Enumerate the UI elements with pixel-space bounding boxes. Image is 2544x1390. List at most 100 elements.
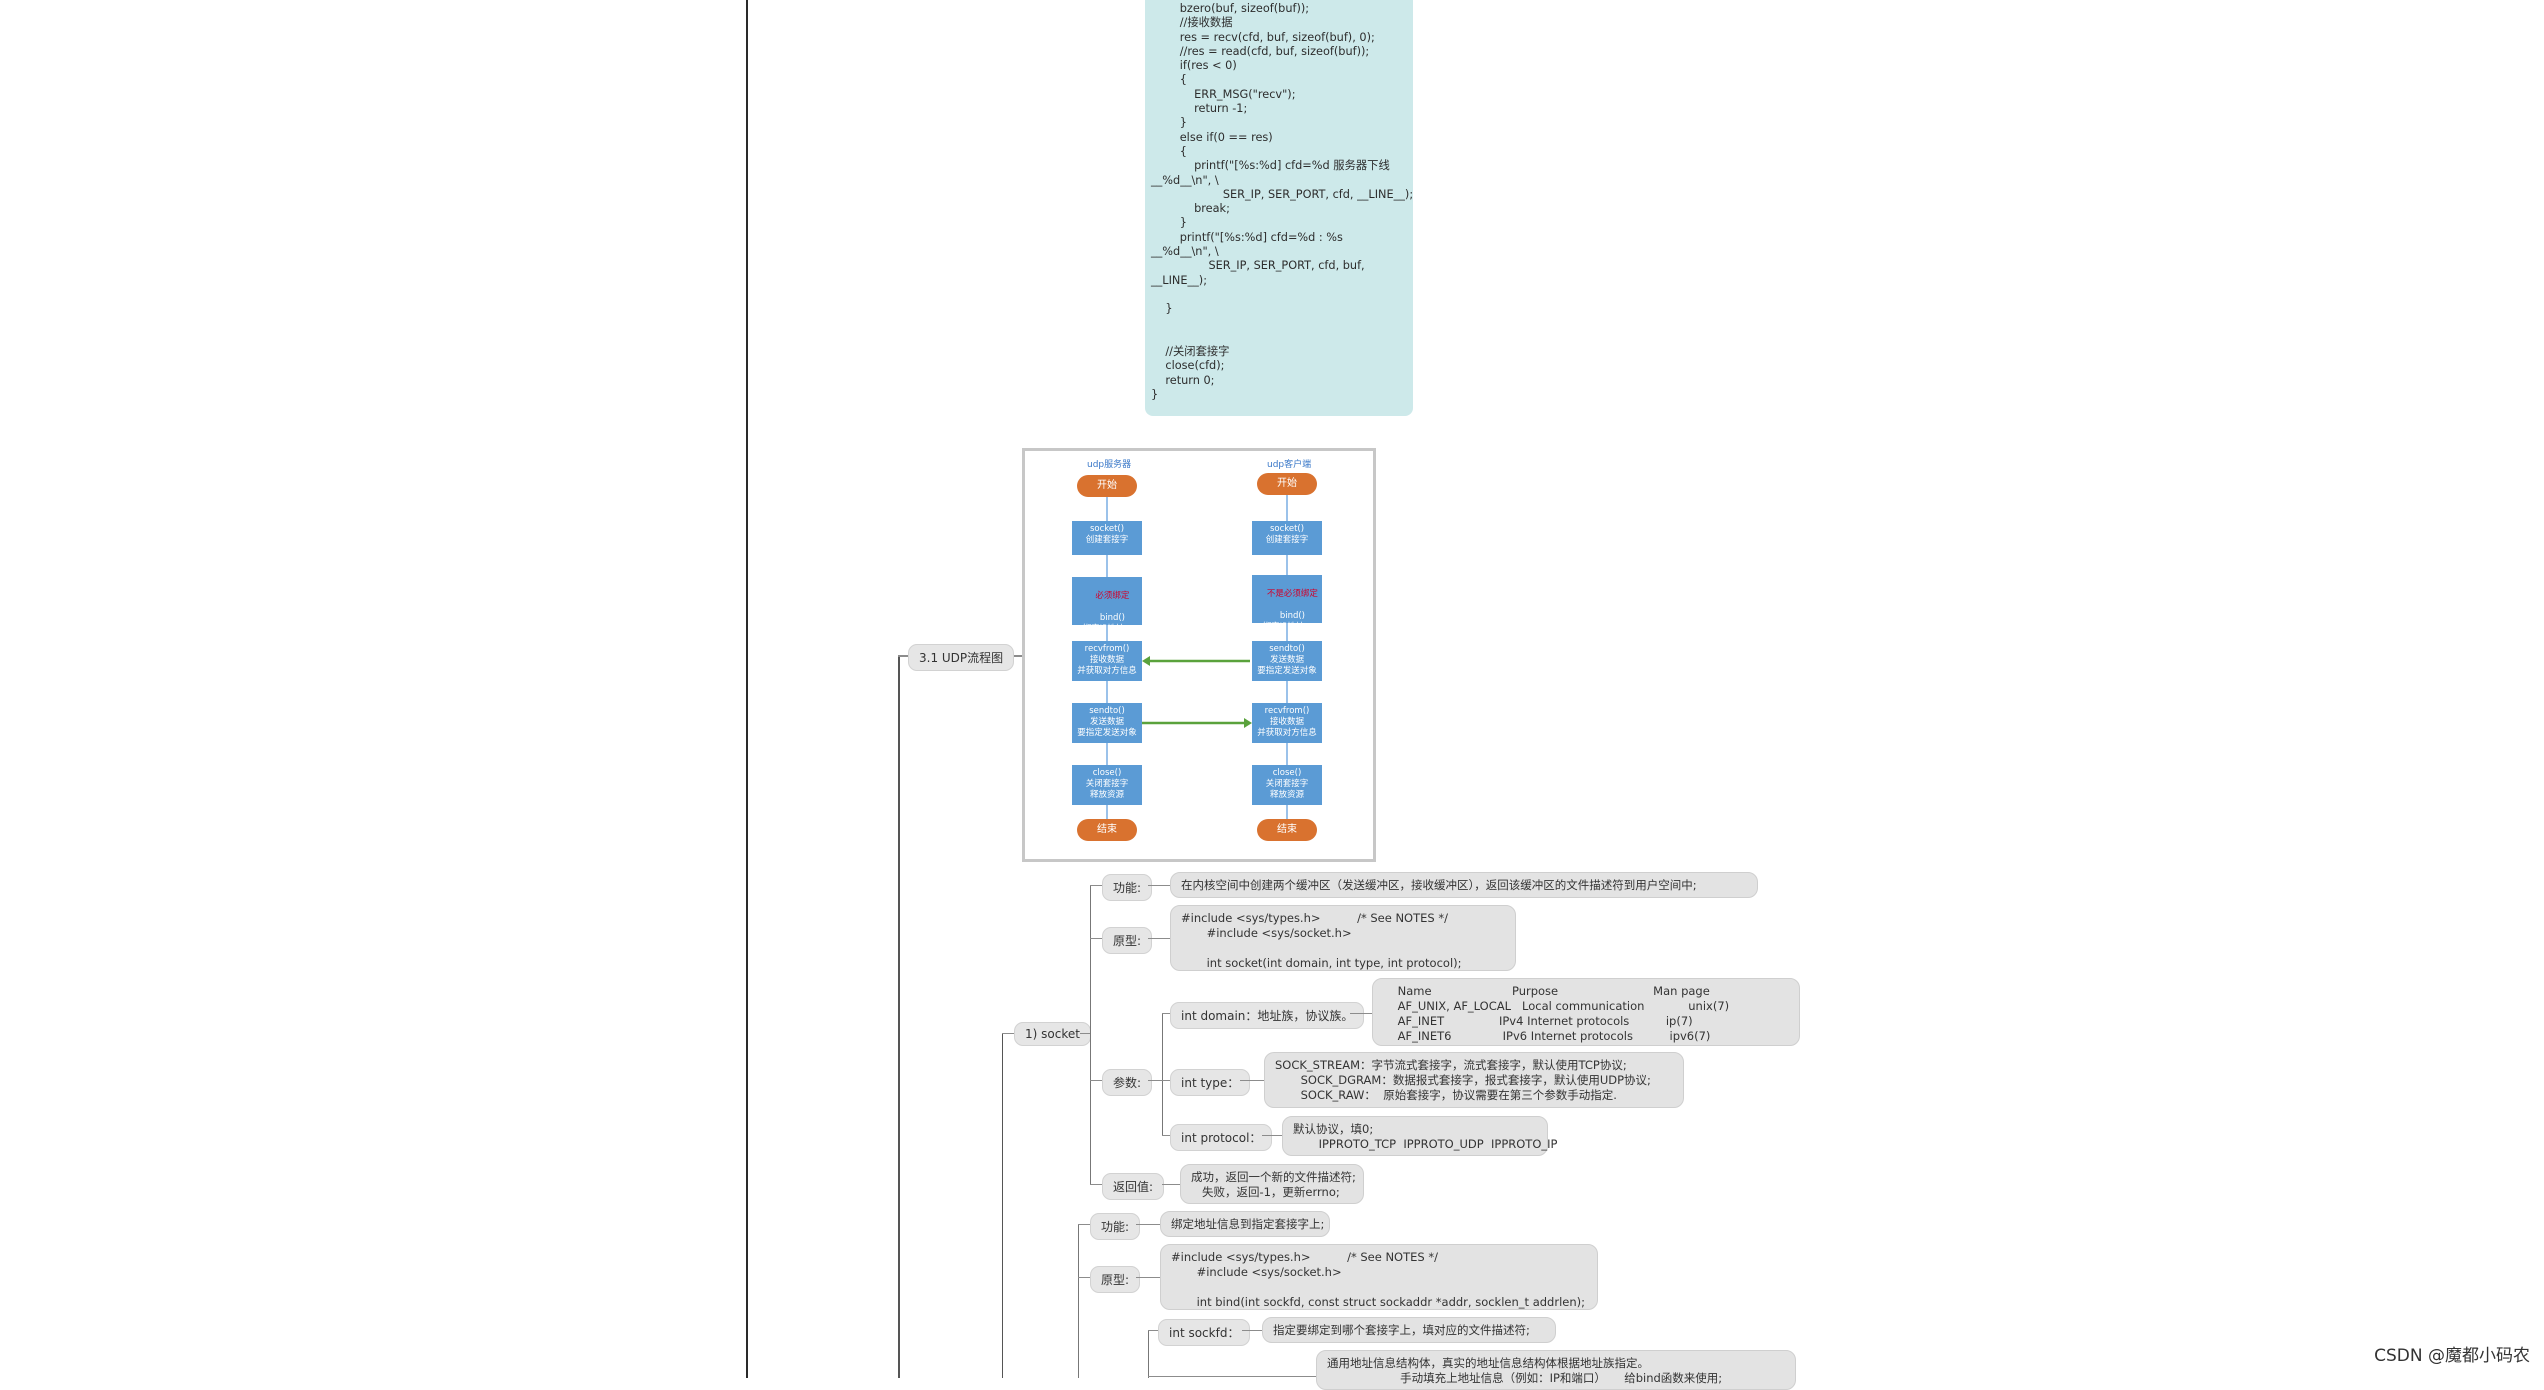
connector xyxy=(1148,885,1170,886)
connector xyxy=(1148,1080,1162,1081)
bind-func-label[interactable]: 功能: xyxy=(1090,1213,1141,1240)
connector xyxy=(1090,1184,1104,1185)
code-line xyxy=(1151,317,1407,331)
socket-func-text[interactable]: 在内核空间中创建两个缓冲区（发送缓冲区，接收缓冲区），返回该缓冲区的文件描述符到… xyxy=(1170,872,1758,898)
domain-table[interactable]: Name Purpose Man page AF_UNIX, AF_LOCAL … xyxy=(1372,978,1800,1046)
cross-arrows xyxy=(1142,656,1252,728)
connector xyxy=(1242,1330,1262,1331)
code-line: printf("[%s:%d] cfd=%d 服务器下线 xyxy=(1151,159,1390,173)
server-arrow xyxy=(1106,743,1108,765)
socket-ret-text[interactable]: 成功，返回一个新的文件描述符; 失败，返回-1，更新errno; xyxy=(1180,1164,1364,1204)
socket-ret-label[interactable]: 返回值: xyxy=(1102,1173,1165,1200)
code-line: if(res < 0) xyxy=(1151,59,1237,73)
code-line: } xyxy=(1151,116,1187,130)
client-sendto-box: sendto() 发送数据 要指定发送对象 xyxy=(1252,641,1322,681)
server-bind-note: 必须绑定 xyxy=(1095,591,1130,601)
connector xyxy=(1148,1330,1160,1331)
connector xyxy=(1162,1013,1172,1014)
bind-children-line xyxy=(1078,1224,1079,1378)
client-title: udp客户端 xyxy=(1267,460,1312,470)
code-line: } xyxy=(1151,388,1159,402)
connector xyxy=(1240,1080,1264,1081)
code-line: break; xyxy=(1151,202,1230,216)
code-line: //res = read(cfd, buf, sizeof(buf)); xyxy=(1151,44,1370,58)
code-line: __%d__\n", \ xyxy=(1151,173,1219,187)
server-end: 结束 xyxy=(1077,819,1137,841)
connector xyxy=(1090,885,1104,886)
code-line: printf("[%s:%d] cfd=%d : %s xyxy=(1151,230,1343,244)
bind-proto-label[interactable]: 原型: xyxy=(1090,1266,1141,1293)
node-udp-flow[interactable]: 3.1 UDP流程图 xyxy=(908,644,1015,671)
node-socket[interactable]: 1) socket xyxy=(1014,1022,1091,1046)
socket-proto-label[interactable]: 原型: xyxy=(1102,927,1153,954)
socket-func-label[interactable]: 功能: xyxy=(1102,874,1153,901)
server-sendto-box: sendto() 发送数据 要指定发送对象 xyxy=(1072,703,1142,743)
sockfd-label[interactable]: int sockfd： xyxy=(1158,1319,1251,1346)
code-line: ERR_MSG("recv"); xyxy=(1151,87,1296,101)
code-line: return -1; xyxy=(1151,102,1248,116)
bind-proto-text[interactable]: #include <sys/types.h> /* See NOTES */ #… xyxy=(1160,1244,1598,1310)
client-bind-note: 不是必须绑定 xyxy=(1266,589,1318,599)
socket-proto-text[interactable]: #include <sys/types.h> /* See NOTES */ #… xyxy=(1170,905,1516,971)
code-line: return 0; xyxy=(1151,373,1215,387)
server-arrow xyxy=(1106,625,1108,641)
connector xyxy=(1350,1013,1372,1014)
client-arrow xyxy=(1286,495,1288,521)
code-line: SER_IP, SER_PORT, cfd, __LINE__); xyxy=(1151,187,1413,201)
client-end: 结束 xyxy=(1257,819,1317,841)
domain-label[interactable]: int domain：地址族，协议族。 xyxy=(1170,1002,1365,1029)
connector xyxy=(1148,938,1170,939)
code-line: //关闭套接字 xyxy=(1151,345,1230,359)
connector xyxy=(1162,1184,1180,1185)
connector xyxy=(1080,1033,1090,1034)
code-line: { xyxy=(1151,73,1187,87)
connector xyxy=(1136,1224,1160,1225)
client-arrow xyxy=(1286,623,1288,641)
secondary-branch-line xyxy=(898,655,900,1378)
socket-param-label[interactable]: 参数: xyxy=(1102,1069,1153,1096)
code-block: bzero(buf, sizeof(buf)); //接收数据 res = re… xyxy=(1145,0,1413,416)
client-arrow xyxy=(1286,555,1288,575)
code-line: } xyxy=(1151,302,1173,316)
csdn-watermark: CSDN @魔都小码农 xyxy=(2374,1346,2530,1366)
connector xyxy=(1262,1135,1282,1136)
server-socket-box: socket() 创建套接字 xyxy=(1072,521,1142,555)
client-start: 开始 xyxy=(1257,473,1317,495)
bind-param-line xyxy=(1148,1330,1149,1378)
type-desc[interactable]: SOCK_STREAM：字节流式套接字，流式套接字，默认使用TCP协议; SOC… xyxy=(1264,1052,1684,1108)
server-arrow xyxy=(1106,497,1108,521)
code-line: bzero(buf, sizeof(buf)); xyxy=(1151,2,1310,15)
main-branch-line xyxy=(746,0,748,1378)
code-line: { xyxy=(1151,144,1187,158)
server-title: udp服务器 xyxy=(1087,460,1132,470)
udp-flowchart-image: udp服务器 udp客户端 开始 socket() 创建套接字 必须绑定 bin… xyxy=(1022,448,1376,862)
connector xyxy=(1090,938,1104,939)
code-line: __%d__\n", \ xyxy=(1151,245,1219,259)
code-line: __LINE__); xyxy=(1151,273,1208,287)
client-recvfrom-box: recvfrom() 接收数据 并获取对方信息 xyxy=(1252,703,1322,743)
code-line: close(cfd); xyxy=(1151,359,1225,373)
socket-children-line xyxy=(1090,885,1091,1185)
server-arrow xyxy=(1106,681,1108,703)
connector xyxy=(1078,1277,1092,1278)
connector xyxy=(1162,1135,1172,1136)
type-label[interactable]: int type： xyxy=(1170,1069,1251,1096)
client-arrow xyxy=(1286,743,1288,765)
bind-func-text[interactable]: 绑定地址信息到指定套接字上; xyxy=(1160,1211,1330,1237)
connector xyxy=(1078,1224,1092,1225)
server-start: 开始 xyxy=(1077,475,1137,497)
server-close-box: close() 关闭套接字 释放资源 xyxy=(1072,765,1142,805)
connector xyxy=(1148,1376,1316,1377)
code-line xyxy=(1151,288,1407,302)
connector xyxy=(1002,1033,1016,1034)
client-arrow xyxy=(1286,681,1288,703)
code-line: res = recv(cfd, buf, sizeof(buf), 0); xyxy=(1151,30,1375,44)
protocol-label[interactable]: int protocol： xyxy=(1170,1124,1273,1151)
connector xyxy=(1090,1080,1104,1081)
code-line: else if(0 == res) xyxy=(1151,130,1273,144)
code-line: //接收数据 xyxy=(1151,16,1233,30)
sockfd-desc[interactable]: 指定要绑定到哪个套接字上，填对应的文件描述符; xyxy=(1262,1317,1556,1343)
protocol-desc[interactable]: 默认协议，填0; IPPROTO_TCP IPPROTO_UDP IPPROTO… xyxy=(1282,1116,1557,1156)
sockaddr-desc[interactable]: 通用地址信息结构体，真实的地址信息结构体根据地址族指定。 手动填充上地址信息（例… xyxy=(1316,1350,1796,1390)
server-arrow xyxy=(1106,555,1108,577)
